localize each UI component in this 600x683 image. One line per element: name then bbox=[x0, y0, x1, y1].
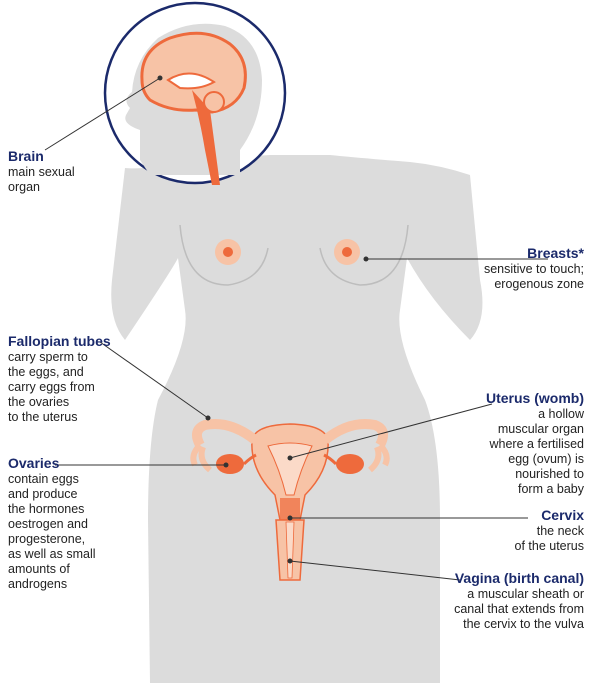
vaginal-canal bbox=[285, 521, 295, 579]
brain-inner bbox=[166, 72, 216, 90]
uterus-label: Uterus (womb) a hollow muscular organ wh… bbox=[486, 390, 584, 497]
cervix-shape bbox=[280, 498, 300, 520]
ovaries-title: Ovaries bbox=[8, 455, 60, 471]
right-ovarian-ligament bbox=[323, 453, 338, 466]
vagina-title: Vagina (birth canal) bbox=[454, 570, 584, 586]
left-breast-outline bbox=[179, 224, 269, 286]
ovaries-desc: contain eggs and produce the hormones oe… bbox=[8, 472, 96, 591]
uterus-desc: a hollow muscular organ where a fertilis… bbox=[489, 407, 585, 496]
uterus-leader bbox=[289, 403, 493, 459]
left-ovarian-ligament bbox=[242, 453, 257, 466]
left-fimbriae bbox=[190, 442, 213, 473]
brain-leader bbox=[44, 77, 161, 151]
right-breast-outline bbox=[319, 224, 409, 286]
vagina-desc: a muscular sheath or canal that extends … bbox=[454, 587, 584, 631]
left-fallopian-tube bbox=[191, 419, 259, 448]
fallopian-leader bbox=[99, 341, 209, 419]
cerebellum bbox=[203, 91, 225, 113]
vagina-label: Vagina (birth canal) a muscular sheath o… bbox=[454, 570, 584, 632]
brain bbox=[140, 31, 247, 114]
breasts-title: Breasts* bbox=[527, 245, 584, 261]
breasts-label: Breasts* sensitive to touch; erogenous z… bbox=[484, 245, 584, 292]
right-nipple bbox=[342, 247, 352, 257]
left-nipple bbox=[223, 247, 233, 257]
brain-desc: main sexual organ bbox=[8, 165, 75, 194]
vagina-leader bbox=[289, 560, 461, 581]
right-fimbriae bbox=[367, 442, 390, 473]
fallopian-label: Fallopian tubes carry sperm to the eggs,… bbox=[8, 333, 111, 425]
right-fallopian-tube bbox=[321, 419, 389, 448]
fallopian-title: Fallopian tubes bbox=[8, 333, 111, 349]
left-ovary bbox=[216, 454, 244, 474]
cervix-desc: the neck of the uterus bbox=[514, 524, 585, 553]
uterus-title: Uterus (womb) bbox=[486, 390, 584, 406]
brainstem bbox=[192, 90, 220, 185]
breasts-desc: sensitive to touch; erogenous zone bbox=[483, 262, 584, 291]
cervix-label: Cervix the neck of the uterus bbox=[515, 507, 585, 554]
right-ovary bbox=[336, 454, 364, 474]
brain-label: Brain main sexual organ bbox=[8, 148, 75, 195]
ovaries-label: Ovaries contain eggs and produce the hor… bbox=[8, 455, 96, 592]
uterine-cavity bbox=[267, 442, 313, 496]
fallopian-desc: carry sperm to the eggs, and carry eggs … bbox=[8, 350, 95, 424]
body-silhouette bbox=[111, 155, 483, 683]
leader-dots bbox=[157, 75, 369, 564]
leader-lines bbox=[44, 77, 548, 581]
cervix-title: Cervix bbox=[541, 507, 584, 523]
brain-title: Brain bbox=[8, 148, 44, 164]
